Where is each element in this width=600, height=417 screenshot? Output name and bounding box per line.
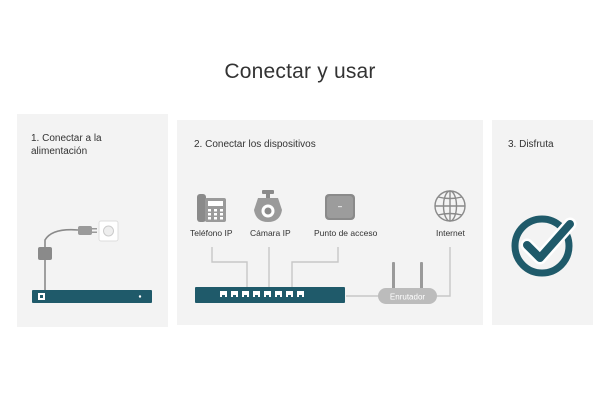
step-power-label: 1. Conectar a la alimentación [31, 133, 102, 157]
access-point-icon [325, 194, 355, 220]
router-icon: Enrutador [378, 262, 437, 304]
power-plug-icon [38, 220, 119, 292]
switch-power-side [32, 290, 152, 303]
switch-icon [195, 287, 345, 303]
camera-label: Cámara IP [250, 228, 291, 238]
step-devices-label: 2. Conectar los dispositivos [194, 139, 316, 150]
checkmark-icon [511, 215, 577, 277]
globe-icon [434, 190, 466, 222]
internet-label: Internet [436, 228, 465, 238]
access-point-label: Punto de acceso [314, 228, 378, 238]
step-enjoy-label: 3. Disfruta [508, 139, 554, 150]
camera-icon [254, 190, 282, 222]
phone-icon [197, 194, 226, 222]
phone-label: Teléfono IP [190, 228, 233, 238]
page-title: Conectar y usar [224, 60, 376, 83]
router-label: Enrutador [390, 293, 425, 302]
network-cables [211, 247, 451, 297]
